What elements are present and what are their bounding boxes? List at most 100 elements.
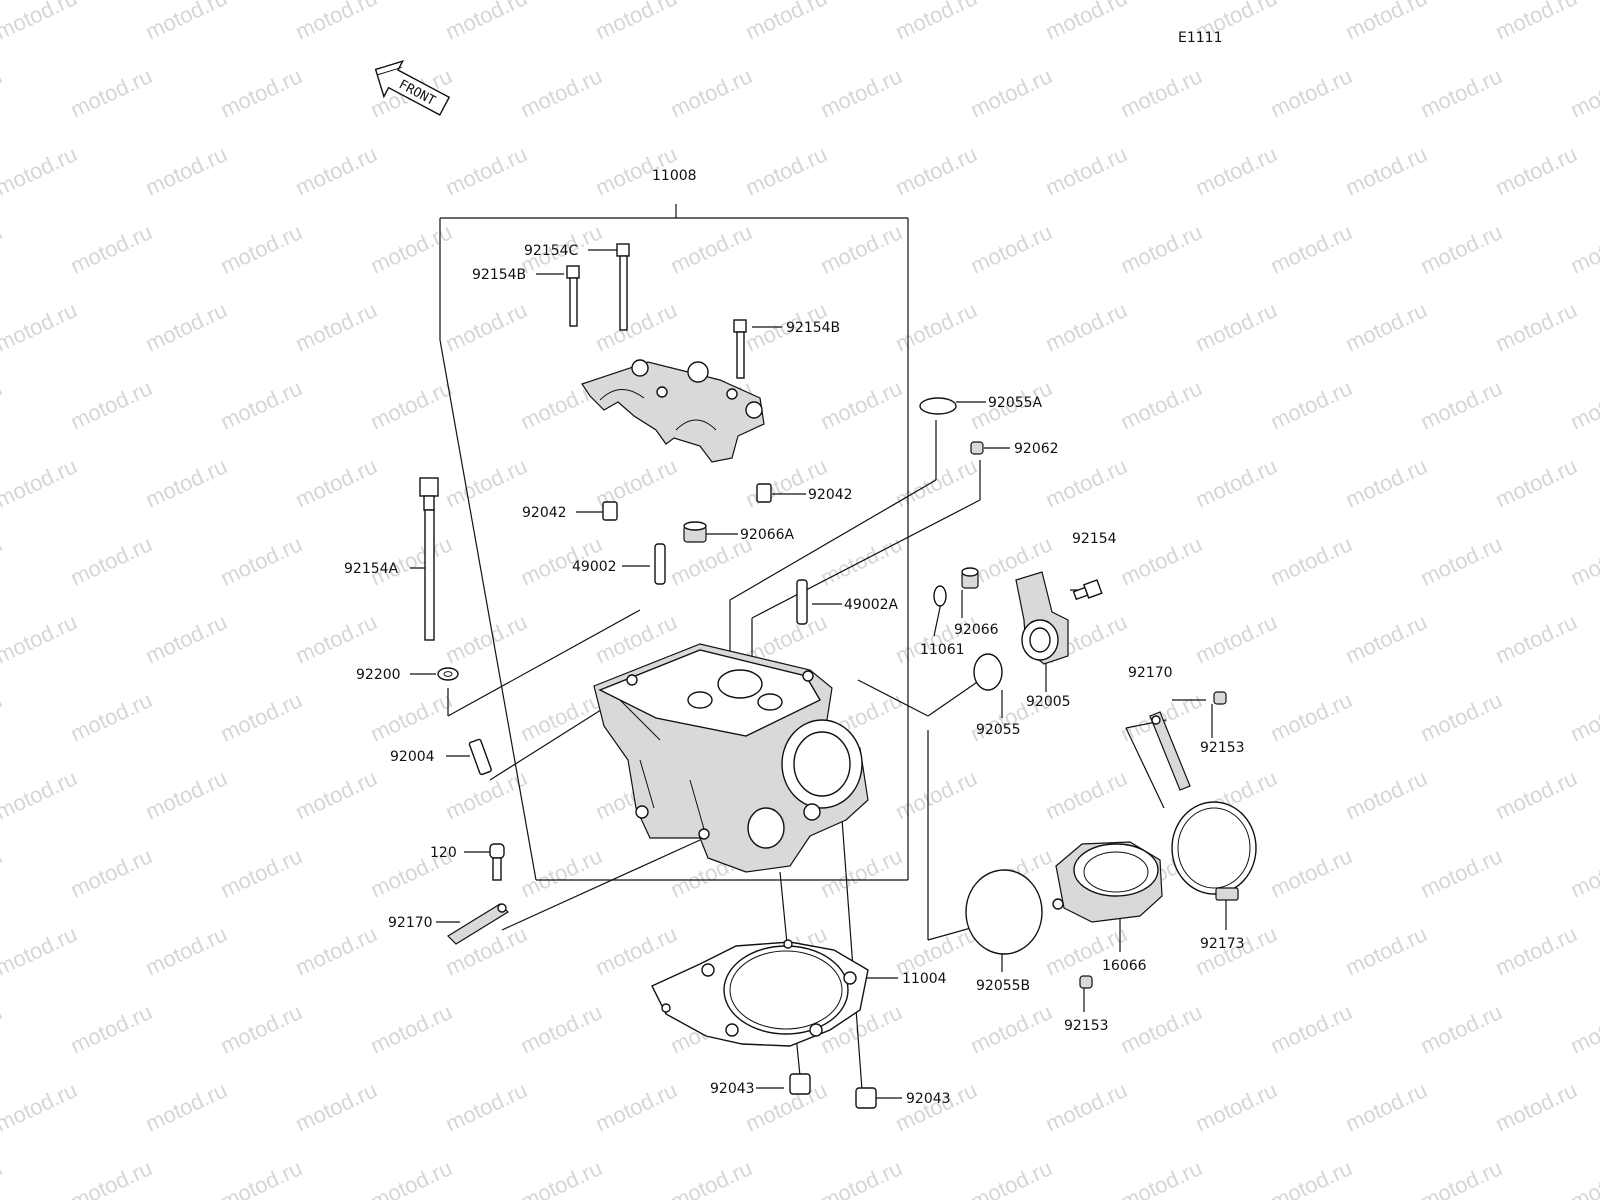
screw-92153-bottom-icon — [1079, 975, 1093, 989]
label-92066: 92066 — [954, 622, 999, 638]
watermark-text: motod.ru — [1342, 921, 1431, 980]
watermark-text: motod.ru — [517, 687, 606, 746]
watermark-text: motod.ru — [1267, 375, 1356, 434]
watermark-text: motod.ru — [1267, 219, 1356, 278]
watermark-text: motod.ru — [1417, 63, 1506, 122]
label-120: 120 — [430, 845, 457, 861]
watermark-text: motod.ru — [142, 765, 231, 824]
watermark-text: motod.ru — [1192, 1077, 1281, 1136]
watermark-text: motod.ru — [0, 843, 6, 902]
watermark-text: motod.ru — [1342, 765, 1431, 824]
watermark-text: motod.ru — [0, 609, 81, 668]
watermark-text: motod.ru — [1117, 375, 1206, 434]
bolt-92154-icon — [1072, 579, 1103, 601]
watermark-text: motod.ru — [1192, 453, 1281, 512]
watermark-text: motod.ru — [1267, 687, 1356, 746]
watermark-text: motod.ru — [367, 999, 456, 1058]
dowel-92043-left-icon — [789, 1073, 811, 1095]
bolt-92154A-icon — [419, 477, 439, 641]
watermark-text: motod.ru — [1492, 0, 1581, 45]
valve-guide-49002-icon — [654, 543, 666, 585]
label-92062: 92062 — [1014, 441, 1059, 457]
washer-92200-icon — [437, 667, 459, 681]
label-92055A: 92055A — [988, 395, 1043, 411]
watermark-text: motod.ru — [1567, 531, 1600, 590]
label-92154B-left: 92154B — [472, 267, 526, 283]
watermark-text: motod.ru — [667, 1155, 756, 1200]
watermark-text: motod.ru — [0, 453, 81, 512]
label-92005: 92005 — [1026, 694, 1071, 710]
watermark-text: motod.ru — [292, 0, 381, 45]
watermark-text: motod.ru — [1567, 375, 1600, 434]
watermark-text: motod.ru — [817, 375, 906, 434]
watermark-text: motod.ru — [67, 531, 156, 590]
watermark-text: motod.ru — [1417, 375, 1506, 434]
label-92154A: 92154A — [344, 561, 399, 577]
watermark-text: motod.ru — [1417, 999, 1506, 1058]
watermark-text: motod.ru — [742, 1077, 831, 1136]
label-92066A: 92066A — [740, 527, 795, 543]
watermark-text: motod.ru — [1117, 219, 1206, 278]
watermark-text: motod.ru — [442, 1077, 531, 1136]
watermark-text: motod.ru — [142, 141, 231, 200]
watermark-text: motod.ru — [67, 687, 156, 746]
label-92055B: 92055B — [976, 978, 1030, 994]
label-92154C: 92154C — [524, 243, 579, 259]
watermark-text: motod.ru — [142, 1077, 231, 1136]
dowel-92042-right-icon — [756, 483, 772, 503]
watermark-text: motod.ru — [742, 0, 831, 45]
watermark-text: motod.ru — [292, 1077, 381, 1136]
watermark-text: motod.ru — [1492, 297, 1581, 356]
watermark-text: motod.ru — [667, 63, 756, 122]
watermark-text: motod.ru — [1267, 1155, 1356, 1200]
watermark-text: motod.ru — [517, 63, 606, 122]
watermark-text: motod.ru — [892, 297, 981, 356]
camshaft-holder-icon — [581, 359, 765, 463]
watermark-text: motod.ru — [1042, 765, 1131, 824]
label-92154B-right: 92154B — [786, 320, 840, 336]
watermark-text: motod.ru — [892, 0, 981, 45]
watermark-text: motod.ru — [1267, 63, 1356, 122]
stud-92004-icon — [468, 738, 492, 776]
watermark-text: motod.ru — [667, 219, 756, 278]
watermark-text: motod.ru — [1492, 141, 1581, 200]
o-ring-92055A-icon — [919, 397, 957, 415]
bracket-92170-right-icon — [1149, 711, 1191, 791]
watermark-text: motod.ru — [292, 297, 381, 356]
watermark-text: motod.ru — [142, 297, 231, 356]
bolt-92154C-icon — [616, 243, 630, 331]
watermark-text: motod.ru — [1567, 687, 1600, 746]
watermark-text: motod.ru — [1567, 63, 1600, 122]
cylinder-head-icon — [593, 643, 869, 873]
watermark-text: motod.ru — [217, 999, 306, 1058]
watermark-text: motod.ru — [817, 1155, 906, 1200]
watermark-text: motod.ru — [592, 0, 681, 45]
label-92055: 92055 — [976, 722, 1021, 738]
watermark-text: motod.ru — [217, 687, 306, 746]
watermark-text: motod.ru — [67, 999, 156, 1058]
watermark-text: motod.ru — [367, 219, 456, 278]
label-92043-right: 92043 — [906, 1091, 951, 1107]
watermark-text: motod.ru — [1192, 141, 1281, 200]
watermark-text: motod.ru — [1342, 609, 1431, 668]
watermark-text: motod.ru — [367, 1155, 456, 1200]
bracket-92170-left-icon — [447, 903, 509, 945]
cap-92066A-icon — [683, 521, 707, 543]
label-92170-right: 92170 — [1128, 665, 1173, 681]
head-gasket-11004-icon — [651, 939, 869, 1047]
watermark-text: motod.ru — [742, 141, 831, 200]
watermark-text: motod.ru — [217, 219, 306, 278]
watermark-text: motod.ru — [217, 375, 306, 434]
label-11004: 11004 — [902, 971, 947, 987]
watermark-text: motod.ru — [367, 687, 456, 746]
watermark-text: motod.ru — [142, 0, 231, 45]
watermark-text: motod.ru — [0, 687, 6, 746]
watermark-text: motod.ru — [0, 141, 81, 200]
watermark-text: motod.ru — [517, 843, 606, 902]
watermark-text: motod.ru — [0, 297, 81, 356]
watermark-text: motod.ru — [817, 843, 906, 902]
watermark-text: motod.ru — [442, 921, 531, 980]
label-92154: 92154 — [1072, 531, 1117, 547]
watermark-text: motod.ru — [1417, 687, 1506, 746]
